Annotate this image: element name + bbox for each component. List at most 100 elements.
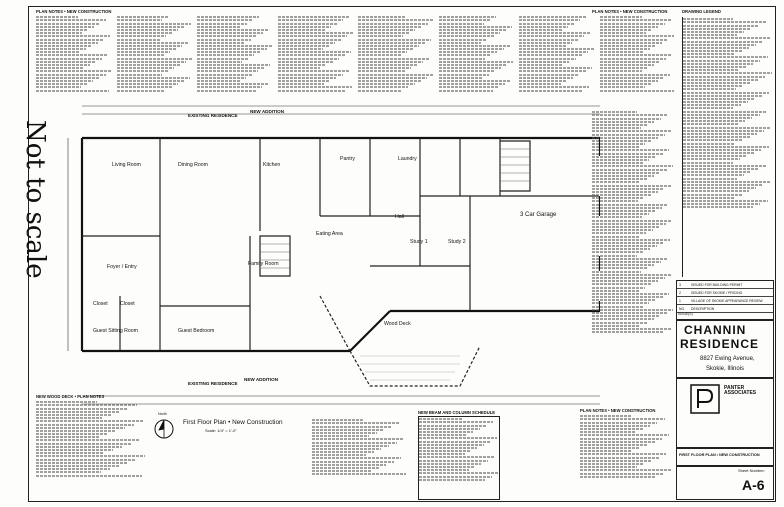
note-line <box>116 79 184 82</box>
note-line <box>312 419 365 422</box>
note-line <box>419 418 463 421</box>
note-line <box>312 428 385 431</box>
note-line <box>36 28 89 31</box>
note-line <box>312 435 369 438</box>
note-line <box>419 462 482 465</box>
note-line <box>116 28 179 31</box>
note-line <box>683 174 745 177</box>
note-line <box>592 331 665 334</box>
note-line <box>599 16 643 19</box>
note-line <box>580 421 658 424</box>
note-column <box>519 15 596 95</box>
room-closet-1: Closet <box>93 301 108 307</box>
note-line <box>312 460 394 463</box>
note-line <box>277 44 329 47</box>
not-to-scale-watermark: Not to scale <box>20 120 50 279</box>
room-closet-2: Closet <box>120 301 135 307</box>
note-line <box>599 28 653 31</box>
note-line <box>683 53 735 56</box>
firm-logo-icon <box>690 384 720 414</box>
note-line <box>197 16 259 19</box>
note-line <box>312 444 389 447</box>
note-line <box>592 127 642 130</box>
note-line <box>116 57 193 60</box>
note-line <box>592 114 668 117</box>
note-line <box>36 471 101 474</box>
note-line <box>683 199 768 202</box>
note-line <box>592 302 650 305</box>
note-line <box>438 73 489 76</box>
note-line <box>358 79 421 82</box>
note-line <box>277 60 333 63</box>
note-line <box>599 54 673 57</box>
sheet-title-box <box>676 448 774 466</box>
note-column <box>438 15 516 95</box>
note-line <box>197 22 247 25</box>
note-line <box>683 66 746 68</box>
note-line <box>580 440 655 443</box>
note-line <box>116 25 185 28</box>
note-column <box>36 400 146 498</box>
note-line <box>683 101 748 104</box>
note-line <box>580 437 662 440</box>
note-line <box>683 107 734 110</box>
note-line <box>519 57 576 60</box>
note-line <box>683 104 741 107</box>
note-line <box>592 123 648 126</box>
note-line <box>683 117 753 119</box>
note-line <box>592 299 656 302</box>
note-line <box>36 452 105 455</box>
note-column <box>116 15 194 95</box>
note-line <box>36 423 134 426</box>
note-line <box>599 60 660 63</box>
note-line <box>36 401 97 404</box>
issues-label: ISSUE(S) <box>678 312 693 316</box>
note-line <box>592 238 670 241</box>
note-line <box>116 35 167 38</box>
existing-residence-marker-bottom: EXISTING RESIDENCE <box>188 381 238 386</box>
note-line <box>592 197 645 200</box>
note-line <box>683 56 768 59</box>
note-line <box>592 251 644 254</box>
note-line <box>419 469 469 472</box>
project-title-box <box>676 320 774 378</box>
note-line <box>592 210 656 212</box>
note-line <box>358 70 405 73</box>
note-line <box>358 35 404 38</box>
note-line <box>36 38 105 41</box>
note-line <box>277 32 354 35</box>
note-line <box>197 76 246 79</box>
note-line <box>312 431 377 434</box>
note-line <box>683 129 764 132</box>
floor-plan-drawing <box>67 105 600 405</box>
note-line <box>36 16 79 19</box>
note-line <box>277 25 332 28</box>
note-column <box>358 15 435 95</box>
room-foyer: Foyer / Entry <box>107 264 137 270</box>
note-line <box>312 451 374 454</box>
note-line <box>438 83 506 86</box>
note-line <box>519 48 594 51</box>
note-line <box>36 70 112 73</box>
firm-box <box>676 378 774 448</box>
note-line <box>197 79 240 82</box>
note-line <box>580 427 643 430</box>
note-line <box>519 19 581 22</box>
note-line <box>592 257 668 260</box>
room-kitchen: Kitchen <box>263 162 281 168</box>
note-line <box>683 145 769 148</box>
issue-number: 2 <box>679 290 681 295</box>
note-line <box>683 62 754 65</box>
note-line <box>592 139 652 142</box>
note-line <box>683 59 761 62</box>
note-column <box>580 414 672 498</box>
note-line <box>277 38 341 41</box>
note-line <box>592 155 656 158</box>
note-line <box>592 261 661 263</box>
note-line <box>592 130 672 133</box>
note-line <box>312 463 387 466</box>
note-line <box>277 41 335 44</box>
note-line <box>197 32 263 35</box>
note-line <box>36 420 143 423</box>
note-line <box>116 32 173 35</box>
